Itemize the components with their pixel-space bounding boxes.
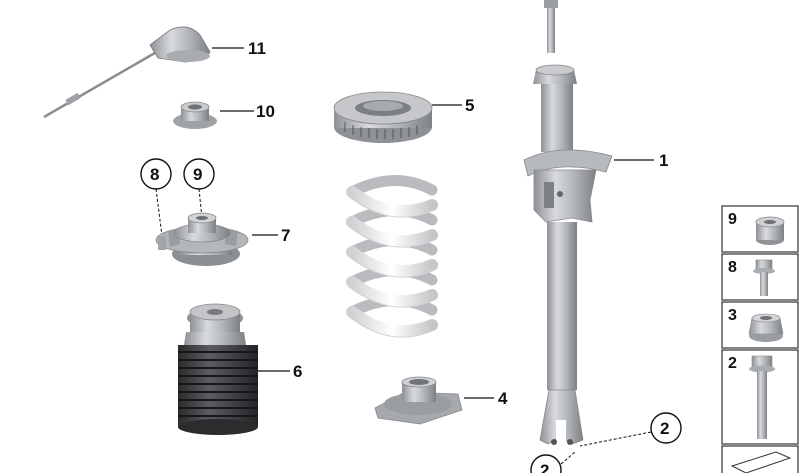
coil-spring — [346, 175, 438, 338]
part-7-top-mount — [155, 212, 249, 266]
callout-2: 2 — [660, 419, 669, 438]
side-item-2: 2 — [721, 349, 799, 445]
side-item-partial — [721, 445, 799, 473]
callout-11: 11 — [248, 39, 266, 58]
part-10-bushing — [173, 101, 217, 129]
gasket-strip-icon — [730, 451, 792, 473]
callout-2-lower: 2 — [540, 461, 549, 473]
part-1-shock-absorber — [523, 0, 613, 445]
side-item-9-label: 9 — [728, 211, 737, 228]
part-4-lower-spring-seat — [374, 376, 463, 425]
leader-8 — [155, 188, 163, 237]
callout-2-lower-circle — [530, 454, 562, 473]
callout-1: 1 — [659, 151, 668, 170]
hex-bolt-long-icon — [749, 355, 775, 439]
hardware-side-panel: 9 8 3 — [721, 205, 799, 473]
part-5-upper-spring-seat — [333, 91, 433, 143]
part-6-dust-boot — [178, 303, 258, 435]
side-item-9: 9 — [721, 205, 799, 253]
callout-6: 6 — [293, 362, 302, 381]
flange-nut-icon — [748, 313, 784, 342]
callout-4: 4 — [498, 389, 508, 408]
side-item-3: 3 — [721, 301, 799, 349]
nut-with-collar-icon — [755, 216, 785, 245]
leader-2 — [579, 431, 652, 447]
side-item-8: 8 — [721, 253, 799, 301]
hex-bolt-short-icon — [753, 259, 775, 296]
side-item-2-label: 2 — [728, 355, 737, 372]
side-item-3-label: 3 — [728, 307, 737, 324]
callout-2-circle — [650, 412, 682, 444]
callout-7: 7 — [281, 226, 290, 245]
leader-2-lower — [560, 451, 576, 465]
callout-10: 10 — [256, 102, 275, 121]
callout-9: 9 — [193, 165, 202, 184]
part-11-sensor-cable — [43, 26, 211, 119]
side-item-8-label: 8 — [728, 259, 737, 276]
callout-8: 8 — [150, 165, 159, 184]
callout-5: 5 — [465, 96, 474, 115]
